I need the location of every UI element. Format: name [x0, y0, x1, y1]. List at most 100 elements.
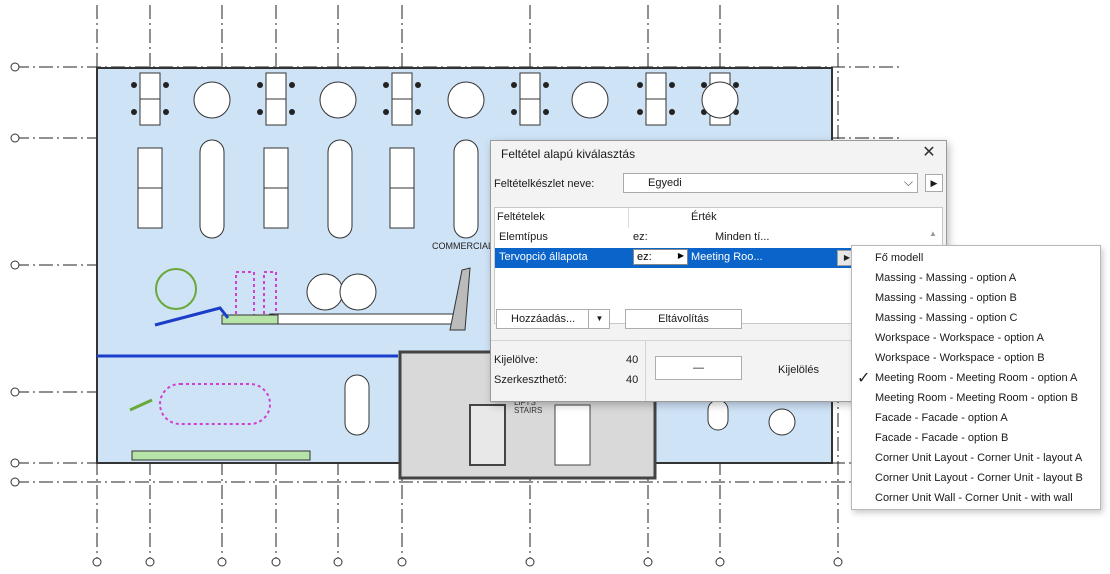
meeting-table[interactable] [344, 374, 370, 436]
row-value[interactable]: Meeting Roo... [691, 251, 763, 263]
escalator [449, 267, 471, 331]
grid-bubble [643, 557, 653, 567]
grid-bubble [10, 387, 20, 397]
ruleset-name-combo[interactable]: Egyedi ⌵ [623, 173, 918, 193]
meeting-table[interactable] [707, 399, 729, 431]
dropdown-option[interactable]: Facade - Facade - option B [852, 428, 1100, 448]
selected-label: Kijelölve: [494, 354, 539, 366]
row-name: Tervopció állapota [499, 251, 588, 263]
selected-wall[interactable] [221, 314, 279, 325]
chevron-down-icon: ⌵ [903, 175, 913, 189]
dropdown-option-label: Meeting Room - Meeting Room - option B [875, 392, 1078, 404]
ruleset-name-label: Feltételkészlet neve: [494, 178, 595, 190]
chair [637, 109, 643, 115]
play-icon: ▶ [677, 251, 684, 260]
grid-header: Feltételek Érték [495, 208, 942, 228]
round-table[interactable] [339, 273, 377, 311]
select-button[interactable]: Kijelölés [778, 364, 819, 376]
chair [257, 109, 263, 115]
dropdown-option-label: Meeting Room - Meeting Room - option A [875, 372, 1078, 384]
deselect-button[interactable]: — [655, 356, 742, 380]
header-conditions: Feltételek [497, 211, 545, 223]
chair [131, 109, 137, 115]
dropdown-option[interactable]: Corner Unit Layout - Corner Unit - layou… [852, 468, 1100, 488]
dropdown-option[interactable]: Meeting Room - Meeting Room - option B [852, 388, 1100, 408]
editable-label: Szerkeszthető: [494, 374, 567, 386]
row-op-combo[interactable]: ez:▶ [633, 249, 688, 265]
dropdown-option[interactable]: ✓ Meeting Room - Meeting Room - option A [852, 368, 1100, 388]
dropdown-option[interactable]: Massing - Massing - option A [852, 268, 1100, 288]
chair [289, 109, 295, 115]
dropdown-option-label: Corner Unit Layout - Corner Unit - layou… [875, 472, 1083, 484]
grid-row[interactable]: Elemtípus ez: Minden tí... [495, 228, 942, 248]
selected-round-table[interactable] [155, 268, 197, 310]
dropdown-option[interactable]: Facade - Facade - option A [852, 408, 1100, 428]
add-button[interactable]: Hozzáadás... [496, 309, 610, 329]
bench-table[interactable] [327, 139, 353, 239]
chair [415, 109, 421, 115]
chair [543, 82, 549, 88]
round-table[interactable] [768, 408, 796, 436]
checkmark-icon: ✓ [857, 370, 871, 387]
ruleset-value: Egyedi [648, 177, 682, 189]
round-table[interactable] [193, 81, 231, 119]
ruleset-options-button[interactable]: ▶ [925, 174, 943, 192]
round-table[interactable] [319, 81, 357, 119]
grid-bubble [145, 557, 155, 567]
dropdown-option[interactable]: Corner Unit Wall - Corner Unit - with wa… [852, 488, 1100, 508]
grid-bubble [92, 557, 102, 567]
dropdown-option[interactable]: Workspace - Workspace - option B [852, 348, 1100, 368]
dropdown-option[interactable]: Massing - Massing - option C [852, 308, 1100, 328]
dropdown-option[interactable]: Corner Unit Layout - Corner Unit - layou… [852, 448, 1100, 468]
grid-bubble [271, 557, 281, 567]
dropdown-option[interactable]: Massing - Massing - option B [852, 288, 1100, 308]
dropdown-option-label: Workspace - Workspace - option B [875, 352, 1045, 364]
chair [669, 109, 675, 115]
grid-bubble [333, 557, 343, 567]
grid-bubble [10, 458, 20, 468]
label-lifts: LIFTS [514, 398, 536, 407]
dropdown-option-label: Facade - Facade - option B [875, 432, 1009, 444]
round-tables[interactable] [193, 81, 796, 436]
dropdown-option-label: Massing - Massing - option B [875, 292, 1017, 304]
close-icon[interactable]: ✕ [922, 144, 936, 161]
row-op[interactable]: ez: [633, 231, 648, 243]
label-stairs: STAIRS [514, 406, 542, 415]
grid-bubble [715, 557, 725, 567]
round-table[interactable] [447, 81, 485, 119]
grid-row-selected[interactable]: Tervopció állapota ez:▶ Meeting Roo... ▶ [495, 248, 942, 268]
dropdown-option-label: Corner Unit Wall - Corner Unit - with wa… [875, 492, 1073, 504]
add-dropdown-arrow[interactable]: ▼ [588, 309, 610, 329]
stair-core [554, 404, 591, 466]
bench-table[interactable] [199, 139, 225, 239]
remove-button[interactable]: Eltávolítás [625, 309, 742, 329]
dropdown-option-label: Massing - Massing - option A [875, 272, 1017, 284]
round-table[interactable] [306, 273, 344, 311]
round-table[interactable] [701, 81, 739, 119]
scroll-up-icon[interactable]: ▲ [929, 229, 937, 238]
editable-count: 40 [626, 374, 639, 386]
grid-bubble [10, 133, 20, 143]
chair [383, 82, 389, 88]
chair [415, 82, 421, 88]
dropdown-option[interactable]: Workspace - Workspace - option A [852, 328, 1100, 348]
round-table[interactable] [571, 81, 609, 119]
bench-table[interactable] [453, 139, 479, 239]
lift-shaft [469, 404, 506, 466]
row-value[interactable]: Minden tí... [715, 231, 770, 243]
selected-wall[interactable] [131, 450, 311, 461]
chair [163, 82, 169, 88]
desk-clusters[interactable] [131, 72, 739, 239]
label-commercial: COMMERCIAL [432, 241, 493, 251]
selected-wall-line[interactable] [154, 306, 230, 327]
grid-bubble [10, 477, 20, 487]
grid-bubble [525, 557, 535, 567]
row-name: Elemtípus [499, 231, 548, 243]
dropdown-option-label: Corner Unit Layout - Corner Unit - layou… [875, 452, 1083, 464]
dropdown-option[interactable]: Fő modell [852, 248, 1100, 268]
grid-bubble [217, 557, 227, 567]
chair [289, 82, 295, 88]
highlighted-elements[interactable] [97, 268, 398, 461]
grid-bubble [833, 557, 843, 567]
selected-wall-line[interactable] [129, 398, 153, 412]
